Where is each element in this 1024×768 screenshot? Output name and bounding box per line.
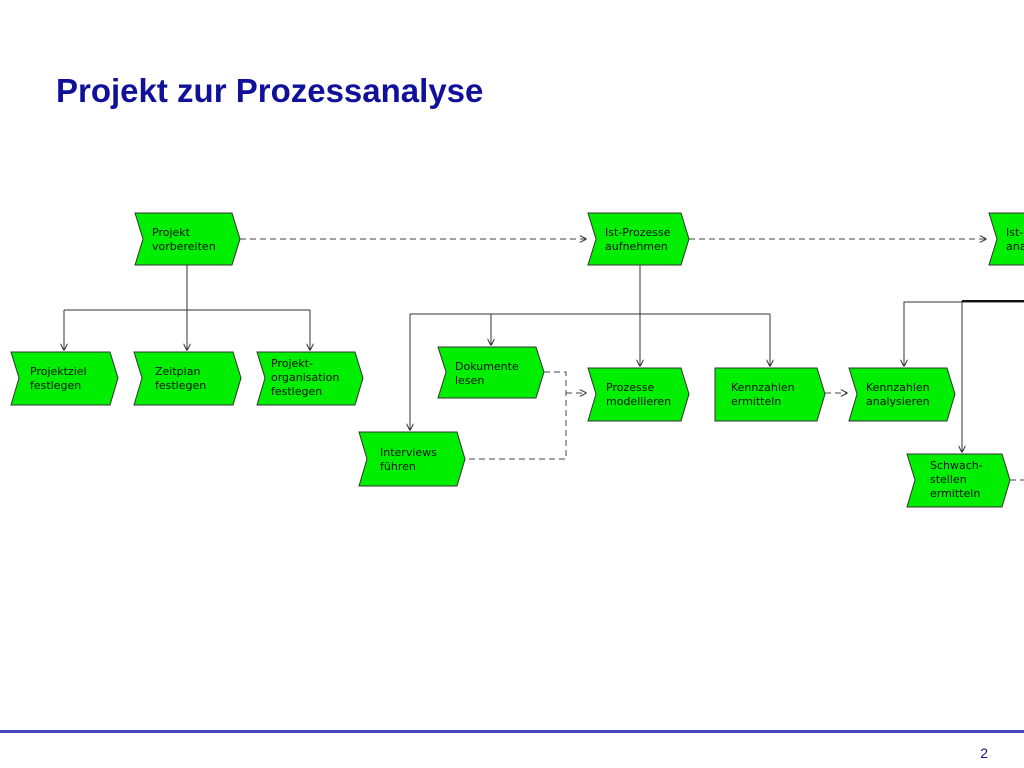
node-label-line-2: aufnehmen — [605, 240, 668, 253]
node-label-line-3: ermitteln — [930, 487, 980, 500]
footer-divider — [0, 730, 1024, 733]
node-label-line-2: organisation — [271, 371, 339, 384]
node-label-line-2: lesen — [455, 374, 484, 387]
node-label-line-1: Ist- — [1006, 226, 1023, 239]
tree-branch-analysieren — [904, 301, 1024, 366]
node-label-line-1: Projekt — [152, 226, 191, 239]
node-label-line-2: vorbereiten — [152, 240, 216, 253]
connectors — [64, 239, 1024, 481]
node-label-line-1: Prozesse — [606, 381, 654, 394]
node-label-line-2: festlegen — [30, 379, 81, 392]
merge-dokumente-interviews — [465, 371, 567, 460]
node-label-line-1: Dokumente — [455, 360, 519, 373]
node-label-line-1: Zeitplan — [155, 365, 200, 378]
node-label-line-1: Kennzahlen — [866, 381, 930, 394]
slide-title: Projekt zur Prozessanalyse — [56, 72, 484, 109]
node-label-line-1: Schwach- — [930, 459, 983, 472]
node-label-line-3: festlegen — [271, 385, 322, 398]
node-label-line-2: modellieren — [606, 395, 671, 408]
node-label-line-2: ermitteln — [731, 395, 781, 408]
node-label-line-2: ana — [1006, 240, 1024, 253]
node-label-line-1: Projektziel — [30, 365, 87, 378]
node-label-line-2: stellen — [930, 473, 967, 486]
node-label-line-1: Projekt- — [271, 357, 313, 370]
node-label-line-2: festlegen — [155, 379, 206, 392]
node-label-line-1: Kennzahlen — [731, 381, 795, 394]
node-ist-analysieren-partial[interactable]: Ist-ana — [988, 212, 1024, 266]
node-label-line-1: Interviews — [380, 446, 437, 459]
svg-text:Ist-ana: Ist-ana — [1006, 226, 1024, 253]
node-label-line-2: führen — [380, 460, 416, 473]
page-number: 2 — [980, 745, 988, 761]
node-label-line-2: analysieren — [866, 395, 930, 408]
node-label-line-1: Ist-Prozesse — [605, 226, 671, 239]
